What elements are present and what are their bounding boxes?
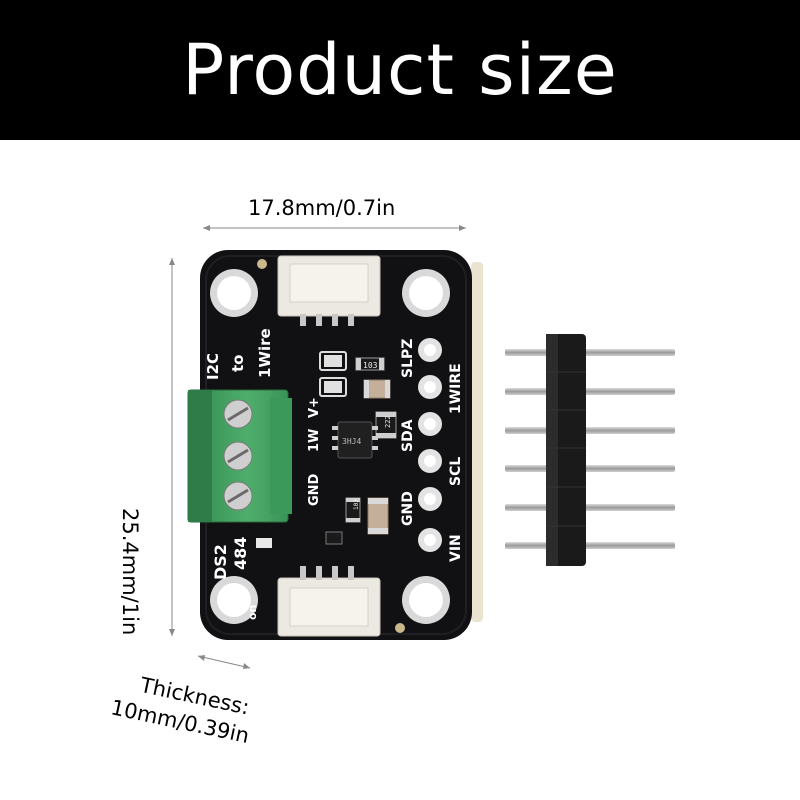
- led: [256, 538, 272, 548]
- resistor-103-bottom: 103: [345, 497, 361, 523]
- pin-label-gnd: GND: [400, 491, 416, 526]
- screw-head: [223, 441, 253, 471]
- width-dimension-label: 17.8mm/0.7in: [248, 196, 396, 220]
- screw-head: [223, 399, 253, 429]
- svg-text:103: 103: [353, 499, 360, 510]
- pin-label-1wire: 1WIRE: [448, 363, 464, 414]
- solder-jumpers: [319, 351, 347, 397]
- pin-label-vin: VIN: [448, 534, 464, 562]
- small-transistor: [325, 531, 343, 545]
- pin-pads: [418, 338, 442, 552]
- part-number-line1: DS2: [211, 544, 230, 580]
- terminal-label-vplus: V+: [307, 397, 322, 418]
- height-dimension-label: 25.4mm/1in: [118, 508, 142, 636]
- thickness-dimension-line: [197, 655, 251, 669]
- pin-label-sda: SDA: [400, 419, 416, 452]
- board-title-i2c: I2C: [204, 353, 222, 380]
- mounting-hole: [210, 576, 258, 624]
- mounting-hole: [402, 576, 450, 624]
- capacitor-bottom: [367, 497, 389, 535]
- terminal-label-1w: 1W: [307, 429, 322, 452]
- svg-text:3HJ4: 3HJ4: [342, 437, 361, 446]
- part-number-line2: 484: [231, 537, 250, 570]
- svg-text:103: 103: [363, 361, 378, 370]
- resistor-103-top: 103: [355, 357, 385, 371]
- top-jst-connector: [277, 255, 381, 326]
- svg-text:222: 222: [384, 415, 392, 428]
- terminal-label-gnd: GND: [307, 473, 322, 506]
- pin-label-slpz: SLPZ: [400, 339, 416, 378]
- capacitor-top: [363, 379, 391, 399]
- mounting-hole: [210, 269, 258, 317]
- pcb-board: SLPZ 1WIRE SDA SCL GND VIN I2C to 1Wire …: [200, 250, 483, 640]
- screw-head: [223, 481, 253, 511]
- pin-label-scl: SCL: [448, 457, 464, 486]
- board-title-to: to: [229, 355, 247, 372]
- screw-terminal-block: [187, 389, 292, 523]
- title-banner: Product size: [0, 0, 800, 140]
- pin-header: [505, 334, 675, 566]
- board-title-1wire: 1Wire: [256, 328, 274, 378]
- switch-label-on: on: [246, 605, 259, 620]
- mounting-hole: [402, 269, 450, 317]
- banner-title: Product size: [182, 29, 618, 111]
- ds2484-chip: 3HJ4: [332, 421, 378, 459]
- height-dimension-line: [169, 258, 175, 636]
- resistor-222: 222: [375, 411, 397, 439]
- bottom-jst-connector: [277, 566, 381, 637]
- width-dimension-line: [203, 225, 466, 231]
